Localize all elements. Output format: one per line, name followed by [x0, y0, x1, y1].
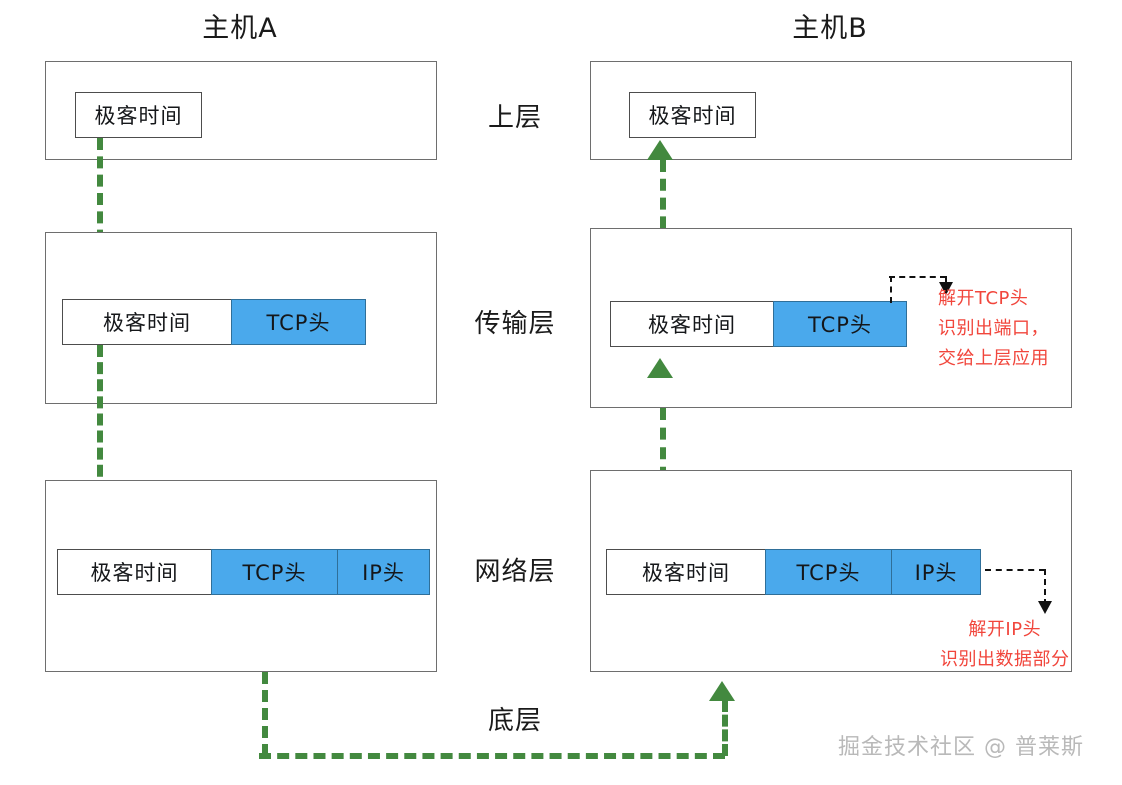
host-a-upper-data-segment: 极客时间	[75, 92, 202, 138]
tcp-note-connector-horizontal	[889, 276, 946, 278]
host-b-flow-arrow-transport	[647, 358, 673, 378]
watermark: 掘金技术社区 @ 普莱斯	[838, 735, 1084, 760]
host-a-network-data-segment: 极客时间	[57, 549, 212, 595]
ip-note-connector-horizontal	[985, 569, 1045, 571]
host-a-title: 主机A	[202, 13, 278, 44]
ip-note-line-2: 识别出数据部分	[940, 649, 1070, 670]
layer-label-bottom: 底层	[487, 706, 542, 736]
layer-label-network: 网络层	[474, 557, 556, 587]
bottom-flow-up-segment	[722, 700, 728, 756]
ip-unpack-annotation: 解开IP头 识别出数据部分	[940, 615, 1070, 675]
layer-label-upper: 上层	[487, 103, 542, 133]
host-a-transport-data-segment: 极客时间	[62, 299, 232, 345]
host-b-transport-data-segment: 极客时间	[610, 301, 774, 347]
host-b-flow-network-to-transport	[660, 408, 666, 518]
bottom-flow-down-segment	[262, 672, 268, 756]
tcp-note-line-3: 交给上层应用	[938, 348, 1049, 369]
ip-note-connector-arrow	[1038, 601, 1052, 614]
host-a-network-tcp-header-segment: TCP头	[211, 549, 338, 595]
bottom-flow-horizontal-segment	[259, 753, 725, 759]
host-a-flow-upper-to-transport	[97, 138, 103, 260]
host-a-transport-tcp-header-segment: TCP头	[231, 299, 366, 345]
tcp-note-connector-riser	[890, 276, 892, 303]
tcp-note-line-2: 识别出端口，	[938, 318, 1049, 339]
host-b-transport-tcp-header-segment: TCP头	[773, 301, 907, 347]
host-b-network-ip-header-segment: IP头	[891, 549, 981, 595]
tcp-note-connector-arrow	[939, 282, 953, 295]
host-b-network-tcp-header-segment: TCP头	[765, 549, 892, 595]
tcp-unpack-annotation: 解开TCP头 识别出端口， 交给上层应用	[938, 284, 1049, 374]
host-a-network-ip-header-segment: IP头	[337, 549, 430, 595]
host-b-upper-data-segment: 极客时间	[629, 92, 756, 138]
ip-note-connector-drop	[1044, 569, 1046, 605]
ip-note-line-1: 解开IP头	[968, 619, 1042, 640]
host-b-title: 主机B	[792, 13, 868, 44]
host-b-flow-arrow-upper	[647, 140, 673, 160]
tcp-note-connector-drop	[945, 276, 947, 286]
bottom-flow-arrow-to-host-b	[709, 681, 735, 701]
host-a-flow-transport-to-network	[97, 345, 103, 511]
host-b-network-data-segment: 极客时间	[606, 549, 766, 595]
tcp-note-line-1: 解开TCP头	[938, 288, 1029, 309]
layer-label-transport: 传输层	[474, 309, 556, 339]
